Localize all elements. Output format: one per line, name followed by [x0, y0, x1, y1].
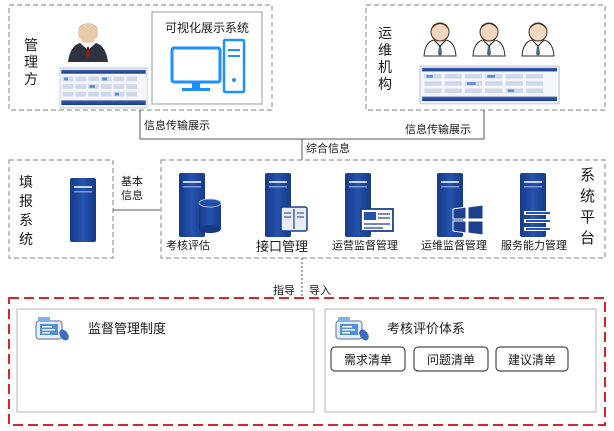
report-label-1: 填 — [19, 175, 33, 191]
module-service-label: 服务能力管理 — [501, 238, 567, 252]
operations-box: 运 维 机 构 — [365, 4, 606, 111]
service-server-icon — [520, 173, 552, 237]
operations-label-3: 机 — [378, 60, 392, 76]
management-box: 管 理 方 可视化展示系统 — [8, 4, 273, 111]
governance-container — [8, 297, 606, 426]
guide-label: 指导 — [273, 283, 295, 297]
report-system-box: 填 报 系 统 — [8, 159, 114, 259]
management-dashboard-icon — [59, 67, 148, 109]
module-interface-label: 接口管理 — [256, 239, 308, 255]
display-system-label: 可视化展示系统 — [165, 20, 249, 35]
operator-avatar-icon — [423, 22, 457, 57]
interface-server-icon — [265, 173, 308, 237]
operator-avatar-icon — [472, 22, 506, 57]
desktop-computer-icon — [170, 38, 246, 94]
suggestions-list-button[interactable]: 建议清单 — [495, 346, 569, 372]
platform-label-2: 统 — [580, 187, 595, 205]
operations-label-2: 维 — [378, 43, 392, 59]
management-label-2: 理 — [24, 55, 38, 71]
management-label-3: 方 — [24, 72, 38, 88]
top-connectors — [139, 110, 485, 160]
system-platform-box: 系 统 平 台 考核评估 接口管理 — [160, 159, 606, 259]
report-server-icon — [70, 178, 96, 242]
import-label: 导入 — [309, 284, 331, 297]
operation-server-icon — [345, 173, 394, 237]
issues-list-button[interactable]: 问题清单 — [413, 346, 489, 372]
supervision-label: 监督管理制度 — [88, 321, 166, 337]
manager-avatar-icon — [68, 23, 108, 62]
platform-label-4: 台 — [580, 229, 595, 247]
report-label-2: 报 — [19, 194, 33, 210]
evaluation-box: 考核评价体系 需求清单 问题清单 建议清单 — [324, 308, 597, 413]
operations-label-4: 构 — [378, 77, 392, 93]
maintenance-server-icon — [437, 173, 484, 237]
management-label-1: 管 — [24, 38, 38, 54]
supervision-box: 监督管理制度 — [16, 308, 315, 413]
requirements-list-button[interactable]: 需求清单 — [330, 346, 406, 372]
operations-dashboard-icon — [419, 65, 560, 105]
platform-label-3: 平 — [580, 208, 595, 226]
basic-info-label-2: 信息 — [121, 188, 143, 202]
report-label-3: 系 — [19, 213, 33, 229]
operations-label-1: 运 — [378, 26, 392, 42]
report-label-4: 统 — [19, 232, 33, 248]
requirements-list-label: 需求清单 — [344, 353, 392, 367]
evaluation-label: 考核评价体系 — [387, 322, 465, 337]
assessment-server-icon — [179, 173, 222, 237]
operator-avatar-icon — [521, 22, 555, 57]
integrated-info-label: 综合信息 — [306, 141, 350, 155]
info-transfer-left-label: 信息传输展示 — [144, 118, 210, 132]
info-transfer-right-label: 信息传输展示 — [405, 122, 471, 136]
module-maintenance-label: 运维监督管理 — [421, 238, 487, 252]
suggestions-list-label: 建议清单 — [508, 353, 556, 367]
basic-info-label-1: 基本 — [121, 174, 143, 188]
platform-label-1: 系 — [580, 166, 595, 184]
module-operation-label: 运营监督管理 — [332, 238, 398, 252]
module-assessment-label: 考核评估 — [166, 238, 210, 252]
issues-list-label: 问题清单 — [427, 353, 475, 367]
